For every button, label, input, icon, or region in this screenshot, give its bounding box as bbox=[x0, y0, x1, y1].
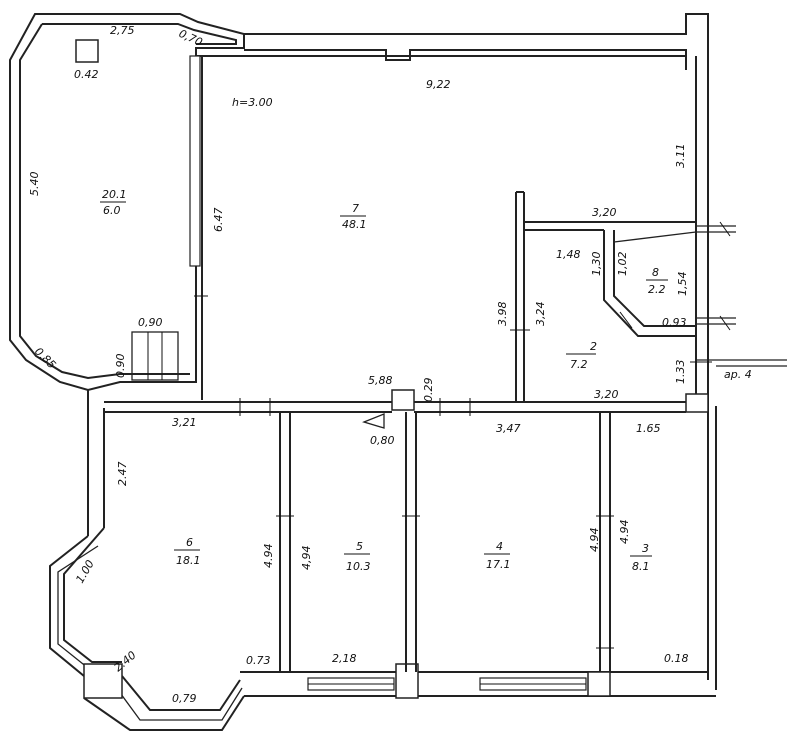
dim-2-75: 2,75 bbox=[110, 24, 135, 37]
room-number-6: 6 bbox=[186, 536, 193, 549]
dim-0-29: 0.29 bbox=[422, 378, 435, 403]
dim-2-47: 2.47 bbox=[116, 462, 129, 487]
windows bbox=[189, 55, 587, 691]
dim-1-33: 1.33 bbox=[674, 360, 687, 385]
dim-5-40: 5.40 bbox=[28, 172, 41, 197]
dim-1-48: 1,48 bbox=[556, 248, 581, 261]
room-number-5: 5 bbox=[356, 540, 363, 553]
dim-5-88: 5,88 bbox=[368, 374, 393, 387]
room-area-5: 10.3 bbox=[346, 560, 371, 573]
columns bbox=[75, 39, 709, 699]
dim-0-90-a: 0,90 bbox=[138, 316, 163, 329]
dim-3-20-top: 3,20 bbox=[592, 206, 617, 219]
dim-3-24: 3,24 bbox=[534, 302, 547, 327]
room-number-8: 8 bbox=[652, 266, 659, 279]
dim-3-11: 3.11 bbox=[674, 144, 687, 169]
room-number-3: 3 bbox=[642, 542, 649, 555]
dim-4-94-d: 4.94 bbox=[618, 520, 631, 545]
room-area-7: 48.1 bbox=[342, 218, 367, 231]
room-number-2: 2 bbox=[590, 340, 597, 353]
dim-0-42: 0.42 bbox=[74, 68, 99, 81]
dim-0-79: 0,79 bbox=[172, 692, 197, 705]
outer-walls bbox=[9, 13, 717, 731]
dim-1-30: 1,30 bbox=[590, 252, 603, 277]
dim-1-00: 1.00 bbox=[73, 558, 97, 586]
dim-4-94-c: 4.94 bbox=[588, 528, 601, 553]
dim-1-65: 1.65 bbox=[636, 422, 661, 435]
dim-3-98: 3.98 bbox=[496, 302, 509, 327]
room-area-4: 17.1 bbox=[486, 558, 511, 571]
dim-0-18: 0.18 bbox=[664, 652, 689, 665]
dim-3-21: 3,21 bbox=[172, 416, 197, 429]
room-number-7: 7 bbox=[352, 202, 359, 215]
dim-4-94-a: 4.94 bbox=[262, 544, 275, 569]
dim-1-02: 1,02 bbox=[616, 252, 629, 277]
room-area-20-1: 6.0 bbox=[103, 204, 121, 217]
dim-0-90-b: 0.90 bbox=[114, 354, 127, 379]
room-number-4: 4 bbox=[496, 540, 503, 553]
room-area-6: 18.1 bbox=[176, 554, 201, 567]
room-labels: 20.1 6.0 7 48.1 8 2.2 2 7.2 6 18.1 5 10.… bbox=[100, 188, 668, 573]
room-area-3: 8.1 bbox=[632, 560, 650, 573]
dim-0-70: 0,70 bbox=[177, 27, 205, 49]
dim-2-40: 2.40 bbox=[112, 649, 139, 675]
dim-h-3-00: h=3.00 bbox=[232, 96, 273, 109]
dim-ap-4: ар. 4 bbox=[724, 368, 752, 381]
dimension-labels: 2,75 0,70 0.42 5.40 9,22 h=3.00 6.47 3.1… bbox=[28, 24, 752, 705]
dim-6-47: 6.47 bbox=[212, 208, 225, 233]
dim-4-94-b: 4,94 bbox=[300, 546, 313, 571]
door-marks bbox=[194, 221, 731, 649]
dim-0-80: 0,80 bbox=[370, 434, 395, 447]
dim-2-18: 2,18 bbox=[332, 652, 357, 665]
room-number-20-1: 20.1 bbox=[102, 188, 127, 201]
dim-3-47: 3,47 bbox=[496, 422, 521, 435]
dim-3-20-mid: 3,20 bbox=[594, 388, 619, 401]
interior-walls bbox=[104, 191, 787, 672]
room-area-8: 2.2 bbox=[648, 283, 666, 296]
dim-0-93: 0.93 bbox=[662, 316, 687, 329]
dim-1-54: 1,54 bbox=[676, 272, 689, 297]
dim-9-22: 9,22 bbox=[426, 78, 451, 91]
dim-0-73: 0.73 bbox=[246, 654, 271, 667]
room-area-2: 7.2 bbox=[570, 358, 588, 371]
